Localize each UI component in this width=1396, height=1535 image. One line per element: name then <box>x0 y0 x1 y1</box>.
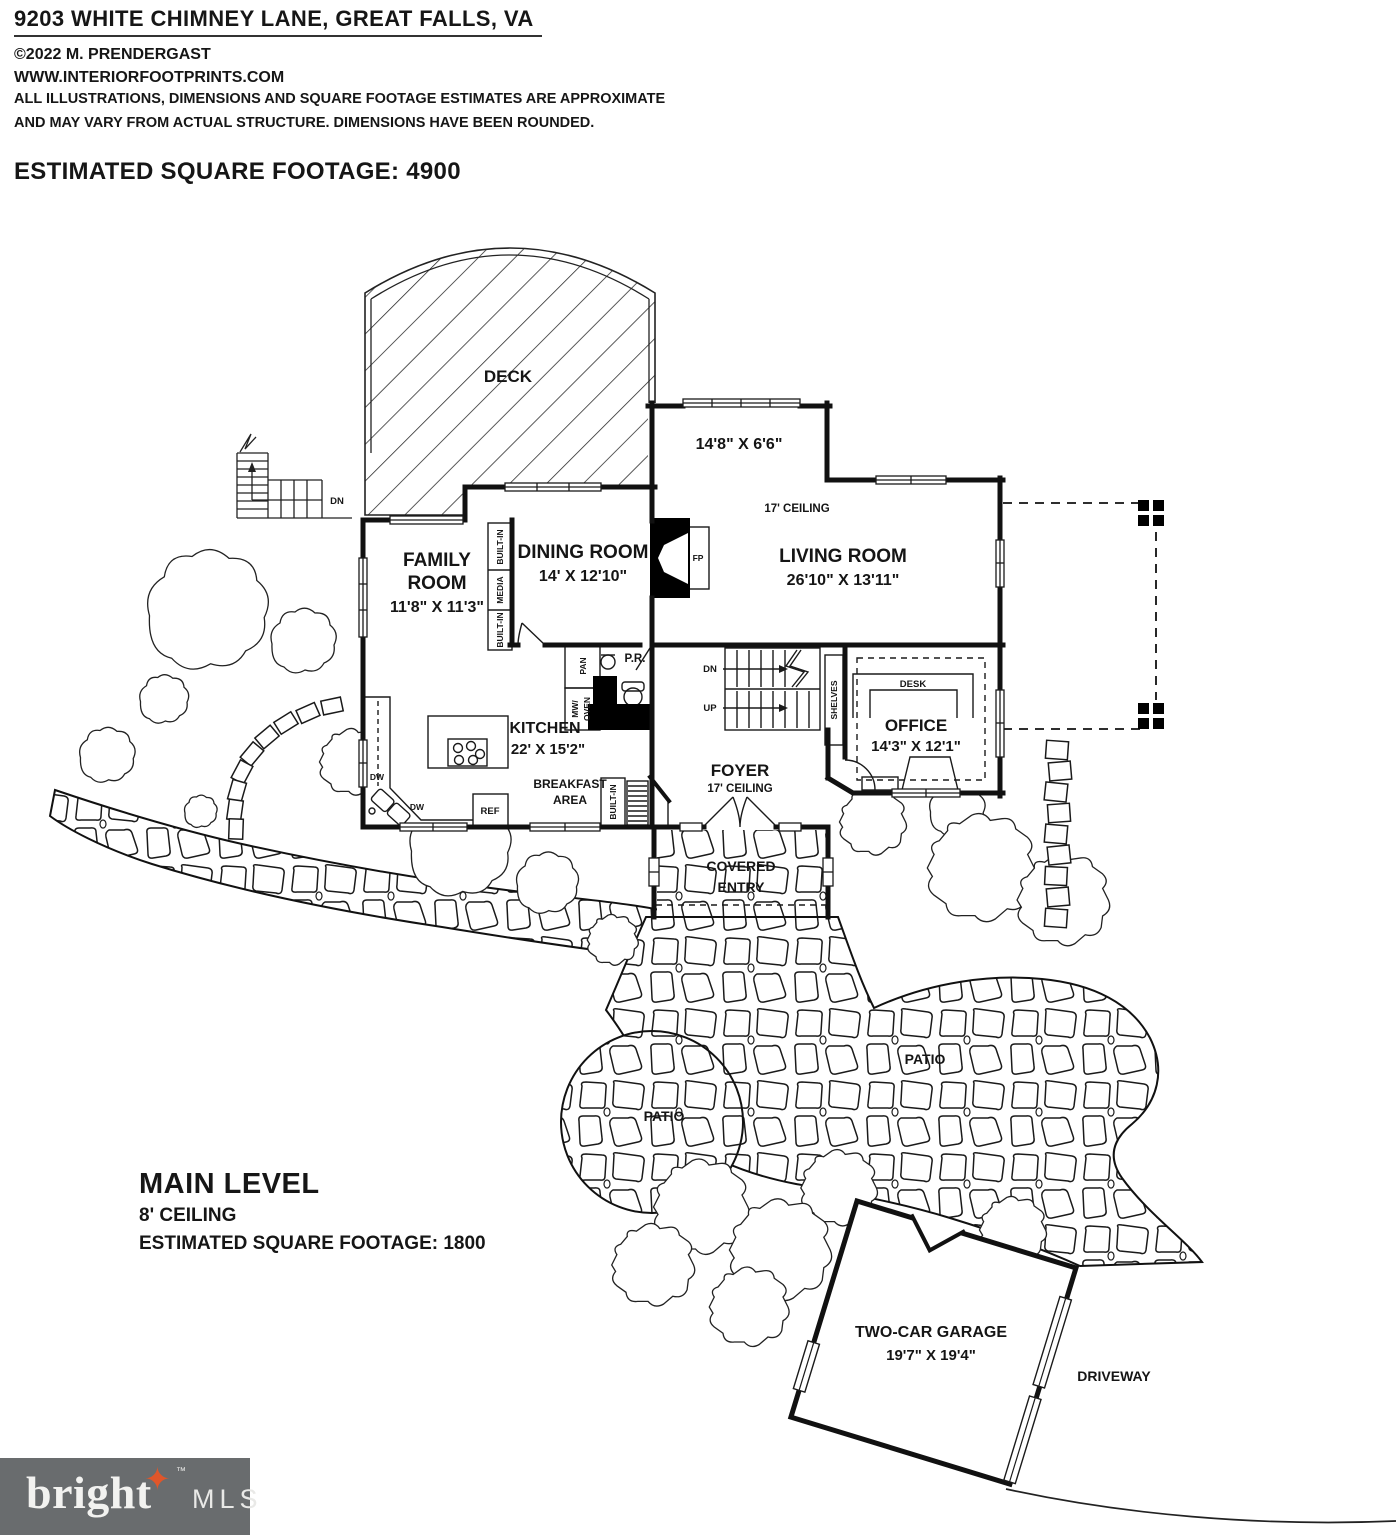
room-label-office: OFFICE <box>885 716 947 735</box>
house-walls <box>360 400 1006 920</box>
disclaimer-line-1: ALL ILLUSTRATIONS, DIMENSIONS AND SQUARE… <box>14 91 666 107</box>
garage-door-1 <box>1032 1295 1073 1389</box>
copyright: ©2022 M. PRENDERGAST <box>14 46 211 63</box>
room-label-foyer: FOYER <box>711 761 770 780</box>
label-dn-deck: DN <box>330 496 344 507</box>
label-fp: FP <box>693 553 704 563</box>
window-family-left <box>358 557 368 638</box>
window-office-right <box>995 689 1005 758</box>
room-label-living-dims: 26'10" X 13'11" <box>787 572 900 589</box>
stepping-stones-left <box>225 696 345 841</box>
window-living-top <box>875 475 947 485</box>
room-label-dining: DINING ROOM <box>518 542 649 563</box>
room-label-powder: P.R. <box>625 653 646 665</box>
label-foyer-ceiling: 17' CEILING <box>707 783 772 795</box>
window-breakfast-bottom <box>529 822 601 832</box>
corner-posts <box>1138 500 1164 729</box>
label-patio-right: PATIO <box>905 1051 946 1067</box>
label-oven: OVEN <box>582 697 592 721</box>
page-title: 9203 WHITE CHIMNEY LANE, GREAT FALLS, VA <box>14 6 542 37</box>
room-label-dining-dims: 14' X 12'10" <box>539 568 627 585</box>
firebox <box>658 533 688 584</box>
label-driveway: DRIVEWAY <box>1077 1368 1151 1384</box>
entry-column-left <box>648 857 660 887</box>
window-family-top <box>389 515 464 525</box>
driveway-curve <box>1005 1488 1396 1524</box>
level-ceiling: 8' CEILING <box>139 1205 237 1226</box>
label-dw2: DW <box>410 802 425 812</box>
room-label-breakfast-1: BREAKFAST <box>533 777 607 791</box>
covered-entry-floor <box>657 830 826 917</box>
bright-mls-logo: bright ✦ ™ MLS <box>0 1458 258 1535</box>
label-builtin-bottom: BUILT-IN <box>495 612 505 647</box>
window-nook <box>682 398 801 408</box>
sidelight-left <box>679 822 703 832</box>
label-shelves: SHELVES <box>829 680 839 719</box>
interior-thin <box>363 522 986 906</box>
label-patio-left: PATIO <box>644 1108 685 1124</box>
trademark-symbol: ™ <box>176 1466 186 1477</box>
labels: DECK 14'8" X 6'6" 17' CEILING LIVING ROO… <box>330 367 1151 1384</box>
room-label-kitchen: KITCHEN <box>509 720 580 737</box>
label-mw: MW/ <box>570 700 580 718</box>
website: WWW.INTERIORFOOTPRINTS.COM <box>14 69 285 86</box>
label-up-stairs: UP <box>703 703 717 714</box>
future-space-dashed <box>1003 500 1164 730</box>
label-entry-2: ENTRY <box>718 879 766 895</box>
room-label-office-dims: 14'3" X 12'1" <box>871 738 961 755</box>
label-media: MEDIA <box>495 576 505 603</box>
house-floor <box>363 403 1003 827</box>
window-dining-top <box>504 482 602 492</box>
logo-mls-text: MLS <box>192 1484 263 1514</box>
room-label-family-1: FAMILY <box>403 550 471 571</box>
room-label-garage-dims: 19'7" X 19'4" <box>886 1347 976 1364</box>
level-square-footage: ESTIMATED SQUARE FOOTAGE: 1800 <box>139 1233 486 1254</box>
stepping-stones-right <box>1043 739 1073 929</box>
logo-brand-text: bright <box>26 1467 152 1518</box>
level-name: MAIN LEVEL <box>139 1168 320 1200</box>
room-label-kitchen-dims: 22' X 15'2" <box>511 741 585 758</box>
label-dn-stairs: DN <box>703 664 717 675</box>
garage <box>787 1197 1080 1488</box>
header: 9203 WHITE CHIMNEY LANE, GREAT FALLS, VA… <box>14 6 834 186</box>
label-entry-1: COVERED <box>706 858 775 874</box>
room-label-family-2: ROOM <box>407 573 466 594</box>
deck-stairs <box>236 433 352 519</box>
room-label-nook-dims: 14'8" X 6'6" <box>696 436 783 453</box>
room-label-living: LIVING ROOM <box>779 546 907 567</box>
label-ref: REF <box>481 806 500 817</box>
label-builtin-top: BUILT-IN <box>495 529 505 564</box>
room-label-garage: TWO-CAR GARAGE <box>855 1324 1007 1341</box>
window-kitchen-bottom <box>399 822 468 832</box>
garage-window <box>792 1339 821 1393</box>
label-builtin-breakfast: BUILT-IN <box>608 784 618 819</box>
total-square-footage: ESTIMATED SQUARE FOOTAGE: 4900 <box>14 158 461 185</box>
room-label-family-dims: 11'8" X 11'3" <box>390 599 484 616</box>
window-office-bottom <box>891 788 961 798</box>
label-living-ceiling: 17' CEILING <box>764 503 829 515</box>
black-masses <box>588 518 690 730</box>
label-pan: PAN <box>578 657 588 674</box>
label-dw1: DW <box>370 772 385 782</box>
room-label-deck: DECK <box>484 367 533 386</box>
sidelight-right <box>778 822 802 832</box>
window-kitchen-left <box>358 739 368 788</box>
windows <box>358 398 1005 887</box>
star-icon: ✦ <box>144 1461 171 1497</box>
garage-door-2 <box>1002 1395 1042 1485</box>
label-desk: DESK <box>900 679 927 690</box>
room-label-breakfast-2: AREA <box>553 793 587 807</box>
window-living-right <box>995 539 1005 588</box>
level-info: MAIN LEVEL 8' CEILING ESTIMATED SQUARE F… <box>139 1168 486 1255</box>
disclaimer-line-2: AND MAY VARY FROM ACTUAL STRUCTURE. DIME… <box>14 115 595 131</box>
entry-column-right <box>822 857 834 887</box>
